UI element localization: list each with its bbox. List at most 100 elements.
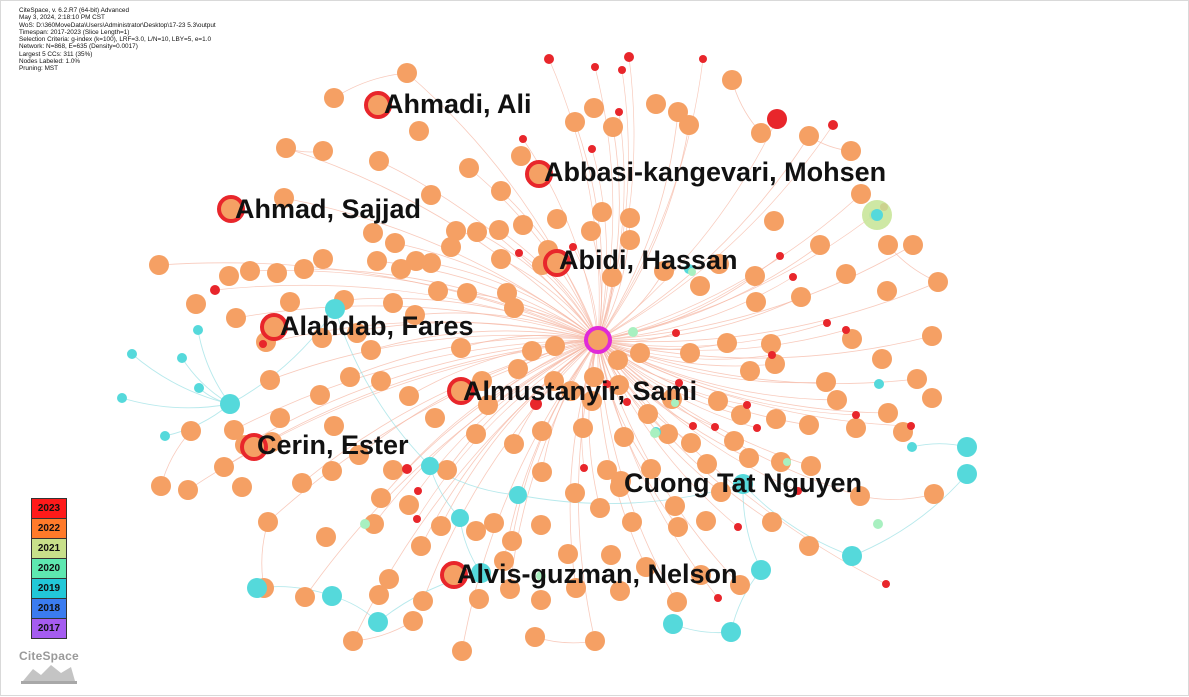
author-node[interactable] bbox=[502, 531, 522, 551]
author-node[interactable] bbox=[363, 223, 383, 243]
author-node[interactable] bbox=[494, 551, 514, 571]
labeled-author-4[interactable]: Abidi, Hassan bbox=[543, 245, 738, 277]
author-node[interactable] bbox=[402, 464, 412, 474]
author-node[interactable] bbox=[484, 513, 504, 533]
author-node[interactable] bbox=[240, 433, 268, 461]
author-node[interactable] bbox=[360, 519, 370, 529]
author-node[interactable] bbox=[882, 580, 890, 588]
author-node[interactable] bbox=[127, 349, 137, 359]
author-node[interactable] bbox=[509, 486, 527, 504]
author-node[interactable] bbox=[276, 138, 296, 158]
labeled-author-2[interactable]: Abbasi-kangevari, Mohsen bbox=[525, 157, 886, 188]
author-node[interactable] bbox=[530, 398, 542, 410]
labeled-author-8[interactable]: Cuong Tat Nguyen bbox=[611, 468, 862, 498]
author-node[interactable] bbox=[313, 141, 333, 161]
author-node[interactable] bbox=[322, 586, 342, 606]
author-node[interactable] bbox=[117, 393, 127, 403]
author-node[interactable] bbox=[177, 353, 187, 363]
author-node[interactable] bbox=[160, 431, 170, 441]
author-node[interactable] bbox=[799, 415, 819, 435]
author-node[interactable] bbox=[733, 474, 753, 494]
author-node[interactable] bbox=[688, 268, 696, 276]
author-node[interactable] bbox=[525, 160, 553, 188]
author-node[interactable] bbox=[689, 422, 697, 430]
author-node[interactable] bbox=[313, 249, 333, 269]
author-node[interactable] bbox=[585, 631, 605, 651]
author-node[interactable] bbox=[610, 581, 630, 601]
author-node[interactable] bbox=[467, 222, 487, 242]
author-node[interactable] bbox=[851, 184, 871, 204]
author-node[interactable] bbox=[620, 230, 640, 250]
author-node[interactable] bbox=[573, 418, 593, 438]
author-node[interactable] bbox=[658, 424, 678, 444]
author-node[interactable] bbox=[194, 383, 204, 393]
author-node[interactable] bbox=[270, 408, 290, 428]
author-node[interactable] bbox=[324, 416, 344, 436]
author-node[interactable] bbox=[753, 424, 761, 432]
author-node[interactable] bbox=[957, 464, 977, 484]
author-node[interactable] bbox=[447, 377, 475, 405]
author-node[interactable] bbox=[611, 471, 631, 491]
author-node[interactable] bbox=[421, 185, 441, 205]
author-node[interactable] bbox=[761, 334, 781, 354]
labeled-author-9[interactable]: Alvis-guzman, Nelson bbox=[440, 559, 738, 589]
author-node[interactable] bbox=[322, 461, 342, 481]
author-node[interactable] bbox=[873, 519, 883, 529]
author-node[interactable] bbox=[620, 208, 640, 228]
author-node[interactable] bbox=[751, 123, 771, 143]
author-node[interactable] bbox=[437, 460, 457, 480]
author-node[interactable] bbox=[592, 202, 612, 222]
author-node[interactable] bbox=[794, 487, 802, 495]
author-node[interactable] bbox=[491, 181, 511, 201]
author-node[interactable] bbox=[665, 496, 685, 516]
author-node[interactable] bbox=[545, 336, 565, 356]
author-node[interactable] bbox=[768, 351, 776, 359]
author-node[interactable] bbox=[591, 63, 599, 71]
author-node[interactable] bbox=[267, 263, 287, 283]
author-node[interactable] bbox=[391, 259, 411, 279]
author-node[interactable] bbox=[699, 55, 707, 63]
author-node[interactable] bbox=[907, 442, 917, 452]
author-node[interactable] bbox=[240, 261, 260, 281]
author-node[interactable] bbox=[364, 91, 392, 119]
author-node[interactable] bbox=[312, 328, 332, 348]
author-node[interactable] bbox=[258, 512, 278, 532]
author-node[interactable] bbox=[504, 434, 524, 454]
author-node[interactable] bbox=[872, 349, 892, 369]
author-node[interactable] bbox=[928, 272, 948, 292]
author-node[interactable] bbox=[730, 575, 750, 595]
author-node[interactable] bbox=[874, 379, 884, 389]
author-node[interactable] bbox=[178, 480, 198, 500]
author-node[interactable] bbox=[771, 452, 791, 472]
author-node[interactable] bbox=[466, 424, 486, 444]
author-node[interactable] bbox=[799, 536, 819, 556]
author-node[interactable] bbox=[646, 94, 666, 114]
author-node[interactable] bbox=[608, 350, 628, 370]
author-node[interactable] bbox=[731, 405, 751, 425]
author-node[interactable] bbox=[472, 371, 492, 391]
author-node[interactable] bbox=[193, 325, 203, 335]
labeled-author-1[interactable]: Ahmadi, Ali bbox=[364, 89, 532, 119]
author-node[interactable] bbox=[451, 509, 469, 527]
labeled-author-3[interactable]: Ahmad, Sajjad bbox=[217, 194, 421, 224]
author-node[interactable] bbox=[584, 98, 604, 118]
author-node[interactable] bbox=[602, 267, 622, 287]
author-node[interactable] bbox=[717, 333, 737, 353]
author-node[interactable] bbox=[403, 611, 423, 631]
author-node[interactable] bbox=[260, 313, 288, 341]
author-node[interactable] bbox=[491, 249, 511, 269]
author-node[interactable] bbox=[615, 108, 623, 116]
author-node[interactable] bbox=[409, 121, 429, 141]
author-node[interactable] bbox=[532, 421, 552, 441]
author-node[interactable] bbox=[601, 545, 621, 565]
author-node[interactable] bbox=[511, 146, 531, 166]
author-node[interactable] bbox=[877, 281, 897, 301]
author-node[interactable] bbox=[667, 592, 687, 612]
author-node[interactable] bbox=[846, 418, 866, 438]
author-node[interactable] bbox=[696, 511, 716, 531]
author-node[interactable] bbox=[369, 585, 389, 605]
author-node[interactable] bbox=[414, 487, 422, 495]
author-node[interactable] bbox=[364, 514, 384, 534]
author-node[interactable] bbox=[924, 484, 944, 504]
author-node[interactable] bbox=[668, 517, 688, 537]
